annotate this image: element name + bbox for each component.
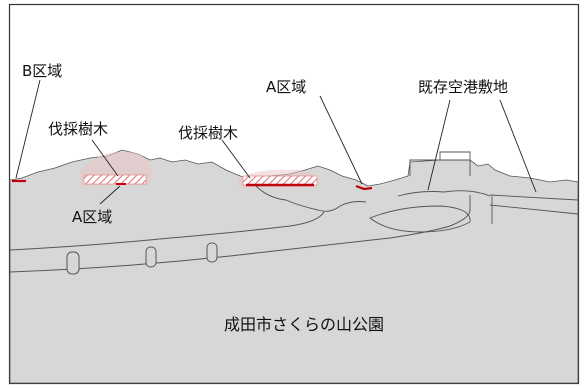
- bollard: [66, 251, 80, 275]
- park-path-inner: [369, 205, 471, 233]
- zone-line-a-right: [355, 184, 373, 191]
- leader-b-zone: [15, 79, 41, 179]
- label-felling-center: 伐採樹木: [178, 124, 238, 142]
- park-path-upper: [9, 211, 325, 251]
- airport-road: [469, 194, 579, 224]
- label-park: 成田市さくらの山公園: [224, 315, 384, 334]
- label-b-zone: B区域: [22, 62, 62, 80]
- leader-airport-2: [499, 99, 537, 193]
- leader-felling-left: [91, 139, 119, 177]
- label-a-zone-bottom: A区域: [72, 208, 112, 226]
- label-airport-site: 既存空港敷地: [418, 78, 508, 96]
- leader-airport-1: [427, 99, 451, 191]
- felling-zone-center: [242, 175, 318, 186]
- park-path-lower: [9, 209, 471, 273]
- shrub-outline: [255, 185, 367, 212]
- felling-zone-left: [83, 174, 147, 185]
- label-felling-left: 伐採樹木: [48, 120, 108, 138]
- leader-felling-center: [221, 139, 251, 179]
- terrain-silhouette: [9, 149, 579, 384]
- bollard: [145, 246, 157, 268]
- label-a-zone-top: A区域: [266, 78, 306, 96]
- shrub-outline-2: [397, 190, 491, 197]
- leader-a-zone-top: [319, 95, 363, 185]
- bollard: [206, 242, 218, 263]
- leader-a-zone-bottom: [99, 185, 121, 205]
- airport-building: [409, 151, 471, 176]
